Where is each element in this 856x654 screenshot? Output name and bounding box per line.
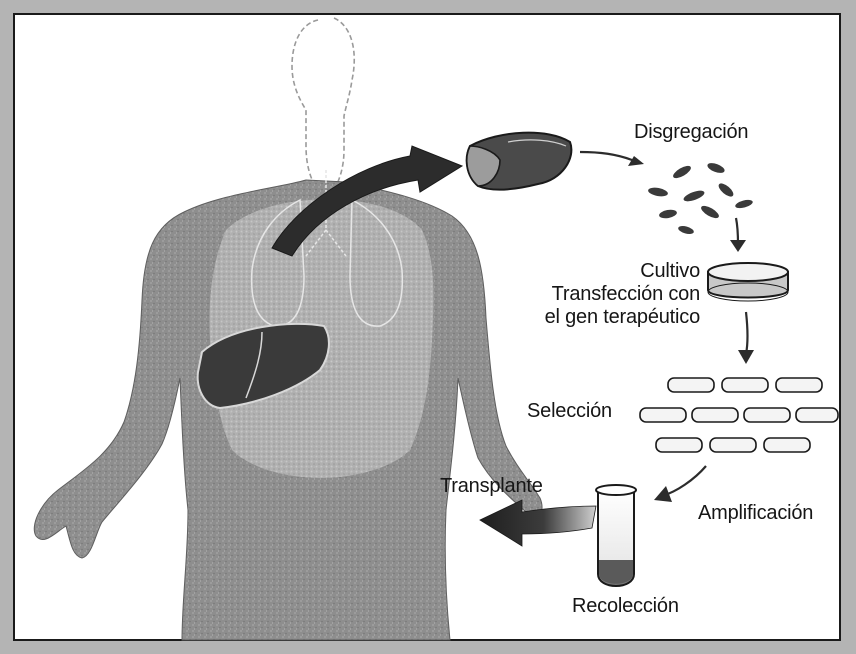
culture-dish-icon [708,263,788,301]
step-disaggregation-label: Disgregación [634,121,748,144]
step-amplification-label: Amplificación [698,502,813,525]
step-collection-label: Recolección [572,595,679,618]
dish-row-1 [668,378,822,392]
culture-line-2: Transfección con [552,283,700,306]
step-culture-label: Cultivo Transfección con el gen terapéut… [545,260,700,329]
dish-row-3 [656,438,810,452]
collection-tube-icon [596,485,636,586]
culture-line-1: Cultivo [640,260,700,283]
culture-line-3: el gen terapéutico [545,306,700,329]
step-selection-label: Selección [527,400,612,423]
step-transplant-label: Transplante [440,475,543,498]
